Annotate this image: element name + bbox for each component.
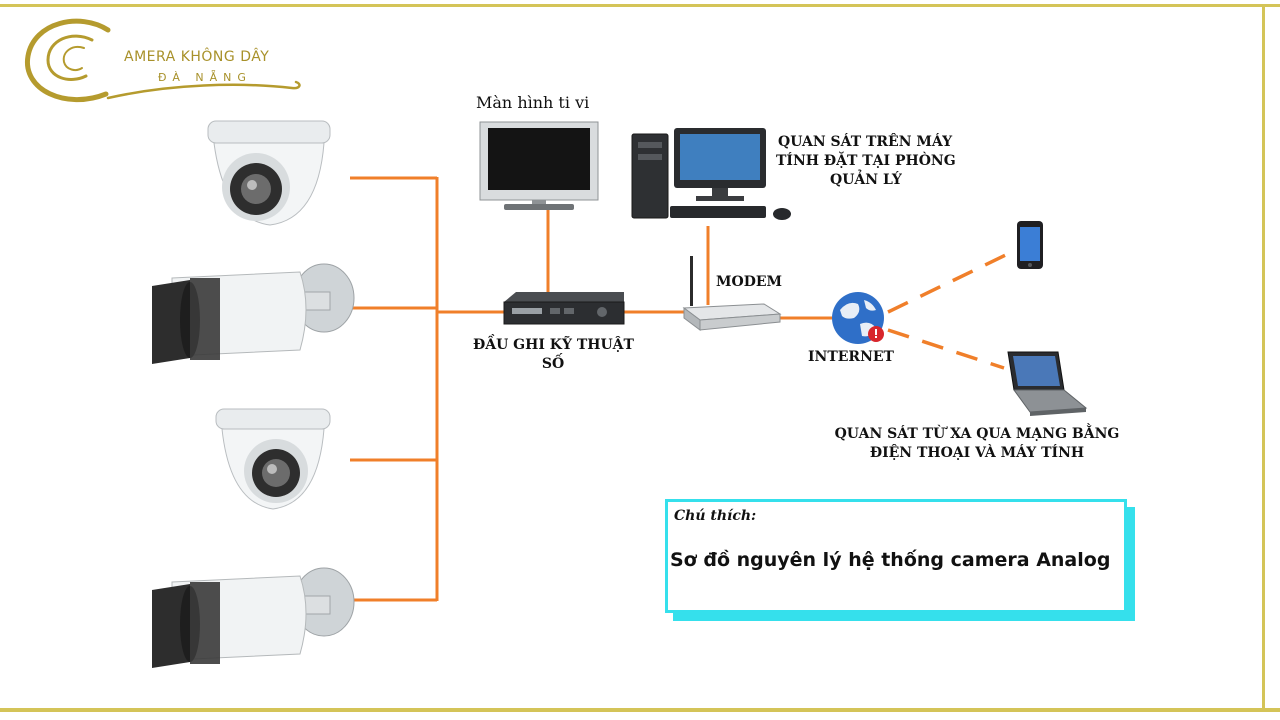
dvr-label: ĐẦU GHI KỸ THUẬT SỐ bbox=[473, 336, 634, 374]
modem-icon bbox=[682, 256, 782, 331]
remote-label-line-2: ĐIỆN THOẠI VÀ MÁY TÍNH bbox=[869, 445, 1085, 461]
pc-label-line-1: QUAN SÁT TRÊN MÁY bbox=[778, 134, 953, 150]
bullet-camera-icon-2 bbox=[152, 567, 355, 668]
laptop-icon bbox=[1007, 351, 1088, 416]
remote-label-line-1: QUAN SÁT TỪ XA QUA MẠNG BẰNG bbox=[834, 426, 1120, 442]
pc-label-line-3: QUẢN LÝ bbox=[830, 172, 902, 188]
frame-top-border bbox=[0, 4, 1280, 7]
dome-camera-icon bbox=[207, 120, 331, 226]
legend-box: Chú thích: Sơ đồ nguyên lý hệ thống came… bbox=[665, 499, 1127, 613]
bullet-camera-icon bbox=[152, 263, 355, 364]
frame-bottom-border bbox=[0, 708, 1280, 712]
modem-label: MODEM bbox=[716, 274, 783, 290]
remote-label: QUAN SÁT TỪ XA QUA MẠNG BẰNG ĐIỆN THOẠI … bbox=[812, 425, 1142, 463]
tv-icon bbox=[479, 121, 599, 210]
tv-label: Màn hình ti vi bbox=[476, 93, 590, 112]
wire-internet-to-phone bbox=[887, 248, 1017, 314]
dvr-label-line-2: SỐ bbox=[541, 356, 565, 372]
globe-icon bbox=[832, 292, 884, 344]
dvr-icon bbox=[503, 292, 625, 325]
pc-label-line-2: TÍNH ĐẶT TẠI PHÒNG bbox=[776, 153, 956, 169]
dome-camera-icon-2 bbox=[215, 408, 331, 510]
frame-right-border bbox=[1262, 4, 1265, 712]
pc-label: QUAN SÁT TRÊN MÁY TÍNH ĐẶT TẠI PHÒNG QUẢ… bbox=[776, 133, 956, 190]
brand-name: AMERA KHÔNG DÂY bbox=[124, 49, 270, 65]
dvr-label-line-1: ĐẦU GHI KỸ THUẬT bbox=[473, 337, 634, 353]
desktop-pc-icon bbox=[631, 128, 791, 220]
logo-swirl-icon bbox=[25, 18, 111, 103]
internet-label: INTERNET bbox=[808, 349, 894, 365]
wire-internet-to-laptop bbox=[887, 328, 1005, 370]
legend-title: Chú thích: bbox=[674, 508, 757, 524]
brand-city: ĐÀ NẴNG bbox=[158, 71, 252, 84]
smartphone-icon bbox=[1017, 221, 1043, 269]
brand-logo: AMERA KHÔNG DÂY ĐÀ NẴNG bbox=[20, 12, 310, 108]
logo-underline-icon bbox=[106, 80, 301, 100]
legend-text: Sơ đồ nguyên lý hệ thống camera Analog bbox=[670, 549, 1111, 571]
